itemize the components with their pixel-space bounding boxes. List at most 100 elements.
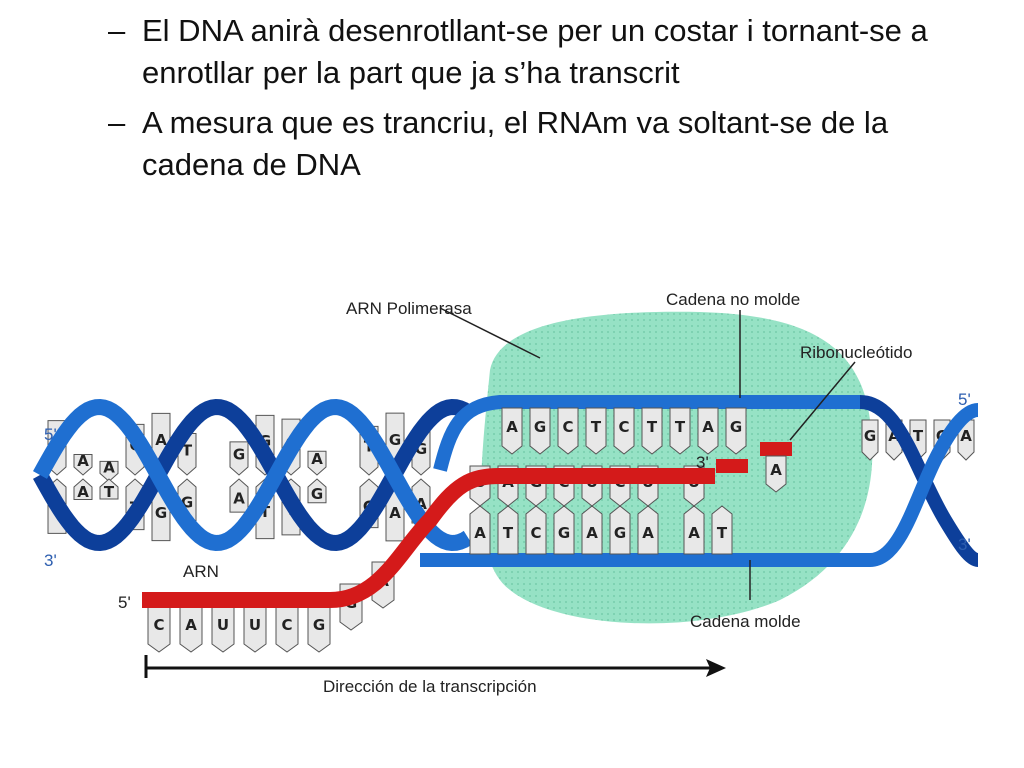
rna-base: U — [243, 605, 267, 653]
left-helix-base-letter: T — [104, 483, 115, 501]
coding-strand-base: G — [725, 407, 747, 455]
rna-base-letter: U — [249, 616, 261, 634]
right-strand-a — [859, 395, 980, 567]
coding-strand-base: C — [613, 407, 635, 455]
left-helix-base-letter: A — [389, 504, 401, 522]
template-strand-base: A — [683, 505, 705, 555]
right-helix-base: A — [957, 419, 975, 461]
bullet-item: – A mesura que es trancriu, el RNAm va s… — [108, 102, 988, 186]
right-helix-base-letter: G — [864, 427, 876, 445]
rna-label: ARN — [183, 562, 219, 581]
bullet-item: – El DNA anirà desenrotllant-se per un c… — [108, 10, 988, 94]
coding-strand — [433, 395, 860, 472]
polymerase-blob — [481, 311, 873, 624]
bullet-list: – El DNA anirà desenrotllant-se per un c… — [108, 10, 988, 194]
left-helix-base: A — [307, 450, 327, 476]
direction-arrow-head-icon — [706, 659, 726, 677]
right-helix-base-letter: T — [913, 427, 924, 445]
coding-strand-base-letter: T — [675, 418, 686, 436]
template-strand-base: A — [581, 505, 603, 555]
template-strand-base-letter: T — [503, 524, 514, 542]
coding-strand-base-letter: A — [702, 418, 714, 436]
rna-backbone — [142, 468, 715, 608]
template-strand-base: G — [609, 505, 631, 555]
left-helix-base-letter: T — [260, 503, 271, 521]
coding-strand-base-letter: C — [562, 418, 573, 436]
free-nucleotide-base-letter: A — [770, 461, 782, 479]
left-helix-base-letter: A — [311, 450, 323, 468]
bullet-dash: – — [108, 105, 126, 140]
right-top-end: 5' — [958, 390, 971, 409]
dna-strand-b — [33, 398, 473, 552]
left-helix-base: G — [229, 441, 249, 476]
right-helix-base-letter: A — [960, 427, 972, 445]
left-helix-base-letter: T — [182, 441, 193, 459]
rna-start-end: 5' — [118, 593, 131, 612]
template-strand-base: T — [497, 505, 519, 555]
bullet-text: El DNA anirà desenrotllant-se per un cos… — [142, 13, 928, 90]
rna-base: U — [211, 605, 235, 653]
left-bottom-end: 3' — [44, 551, 57, 570]
rna-tip — [716, 459, 748, 473]
template-strand-base: G — [553, 505, 575, 555]
rna-tip-end: 3' — [696, 453, 709, 472]
rna-base: C — [275, 605, 299, 653]
rna-base: G — [307, 605, 331, 653]
left-helix-base-letter: A — [233, 490, 245, 508]
left-helix-base-letter: A — [77, 483, 89, 501]
left-helix-base-letter: G — [233, 445, 245, 463]
right-helix-base: G — [861, 419, 879, 461]
rna-base: C — [147, 605, 171, 653]
coding-strand-base-letter: G — [534, 418, 546, 436]
bullet-text: A mesura que es trancriu, el RNAm va sol… — [142, 105, 889, 182]
coding-strand-base-letter: T — [591, 418, 602, 436]
ribonucleotide-label: Ribonucleótido — [800, 343, 912, 362]
coding-strand-base: T — [669, 407, 691, 455]
left-helix-base-letter: A — [155, 431, 167, 449]
rna-base-letter: U — [217, 616, 229, 634]
template-strand-base-letter: A — [688, 524, 700, 542]
coding-strand-base-letter: C — [618, 418, 629, 436]
left-helix-base-letter: G — [311, 485, 323, 503]
template-strand-base-letter: T — [717, 524, 728, 542]
left-helix-base: T — [99, 478, 119, 501]
left-helix-base: A — [99, 458, 119, 483]
direction-label: Dirección de la transcripción — [323, 677, 537, 696]
right-bottom-end: 3' — [958, 535, 971, 554]
template-strand-base: A — [637, 505, 659, 555]
coding-strand-base: A — [697, 407, 719, 455]
left-helix-base-letter: A — [103, 458, 115, 476]
left-helix-base: A — [229, 478, 249, 513]
left-helix-base-letter: G — [155, 504, 167, 522]
template-strand-base-letter: G — [558, 524, 570, 542]
coding-strand-base: A — [501, 407, 523, 455]
non-template-label: Cadena no molde — [666, 290, 800, 309]
coding-strand-base: C — [557, 407, 579, 455]
template-strand-base-letter: C — [530, 524, 541, 542]
coding-strand-base: G — [529, 407, 551, 455]
polymerase-label: ARN Polimerasa — [346, 299, 472, 318]
free-ribonucleotide: A — [760, 442, 792, 493]
coding-strand-base-letter: A — [506, 418, 518, 436]
rna-base-letter: A — [185, 616, 197, 634]
rna-base: A — [179, 605, 203, 653]
template-strand-base-letter: A — [642, 524, 654, 542]
left-helix-base: G — [307, 478, 327, 504]
rna-base-letter: G — [313, 616, 325, 634]
coding-strand-base: T — [585, 407, 607, 455]
template-strand-base-letter: A — [474, 524, 486, 542]
left-helix-base-letter: G — [389, 431, 401, 449]
left-helix-base-letter: A — [77, 452, 89, 470]
rna-base-letter: C — [153, 616, 164, 634]
right-strand-b — [868, 403, 980, 567]
left-helix-base: A — [73, 478, 93, 501]
coding-strand-base-letter: T — [647, 418, 658, 436]
template-strand-base-letter: G — [614, 524, 626, 542]
ribonucleotide-leader — [789, 361, 856, 441]
template-label: Cadena molde — [690, 612, 801, 631]
template-strand-base: A — [469, 505, 491, 555]
coding-strand-base-letter: G — [730, 418, 742, 436]
